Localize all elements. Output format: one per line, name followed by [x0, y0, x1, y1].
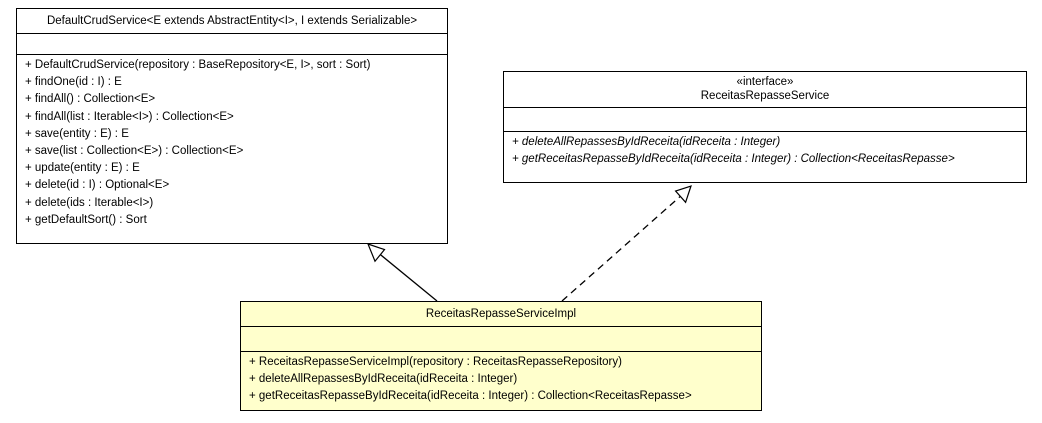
class-default-crud-service[interactable]: DefaultCrudService<E extends AbstractEnt… [16, 8, 448, 244]
generalization-arrowhead [366, 243, 386, 263]
operation: + deleteAllRepassesByIdReceita(idReceita… [249, 373, 518, 386]
class-name-compartment: «interface» ReceitasRepasseService [504, 72, 1026, 107]
operations-compartment: + deleteAllRepassesByIdReceita(idReceita… [504, 131, 1026, 172]
class-name: DefaultCrudService<E extends AbstractEnt… [46, 15, 418, 27]
class-name: ReceitasRepasseServiceImpl [425, 308, 577, 320]
realization-line [561, 193, 684, 302]
operation: + delete(ids : Iterable<I>) [25, 196, 154, 209]
operation: + update(entity : E) : E [25, 162, 140, 175]
attributes-compartment [504, 107, 1026, 131]
attributes-compartment [17, 33, 447, 54]
interface-receitas-repasse-service[interactable]: «interface» ReceitasRepasseService + del… [503, 71, 1027, 183]
generalization-line [375, 250, 438, 302]
class-receitas-repasse-service-impl[interactable]: ReceitasRepasseServiceImpl + ReceitasRep… [240, 301, 762, 411]
operation: + getReceitasRepasseByIdReceita(idReceit… [512, 153, 955, 166]
operation: + DefaultCrudService(repository : BaseRe… [25, 59, 371, 71]
attributes-compartment [241, 326, 761, 351]
operations-compartment: + DefaultCrudService(repository : BaseRe… [17, 54, 447, 233]
operation: + getReceitasRepasseByIdReceita(idReceit… [249, 390, 692, 403]
operation: + getDefaultSort() : Sort [25, 213, 147, 226]
operation: + ReceitasRepasseServiceImpl(repository … [249, 356, 622, 368]
operation: + findAll(list : Iterable<I>) : Collecti… [25, 110, 234, 123]
operation: + delete(id : I) : Optional<E> [25, 179, 170, 192]
class-name: ReceitasRepasseService [700, 90, 830, 102]
operation: + findAll() : Collection<E> [25, 93, 156, 106]
stereotype-label: «interface» [736, 76, 794, 88]
class-name-compartment: DefaultCrudService<E extends AbstractEnt… [17, 9, 447, 33]
operation: + findOne(id : I) : E [25, 76, 122, 89]
realization-arrowhead [674, 185, 692, 204]
operation: + save(list : Collection<E>) : Collectio… [25, 145, 244, 158]
class-name-compartment: ReceitasRepasseServiceImpl [241, 302, 761, 326]
operation: + deleteAllRepassesByIdReceita(idReceita… [512, 136, 781, 148]
operation: + save(entity : E) : E [25, 127, 129, 140]
operations-compartment: + ReceitasRepasseServiceImpl(repository … [241, 351, 761, 410]
